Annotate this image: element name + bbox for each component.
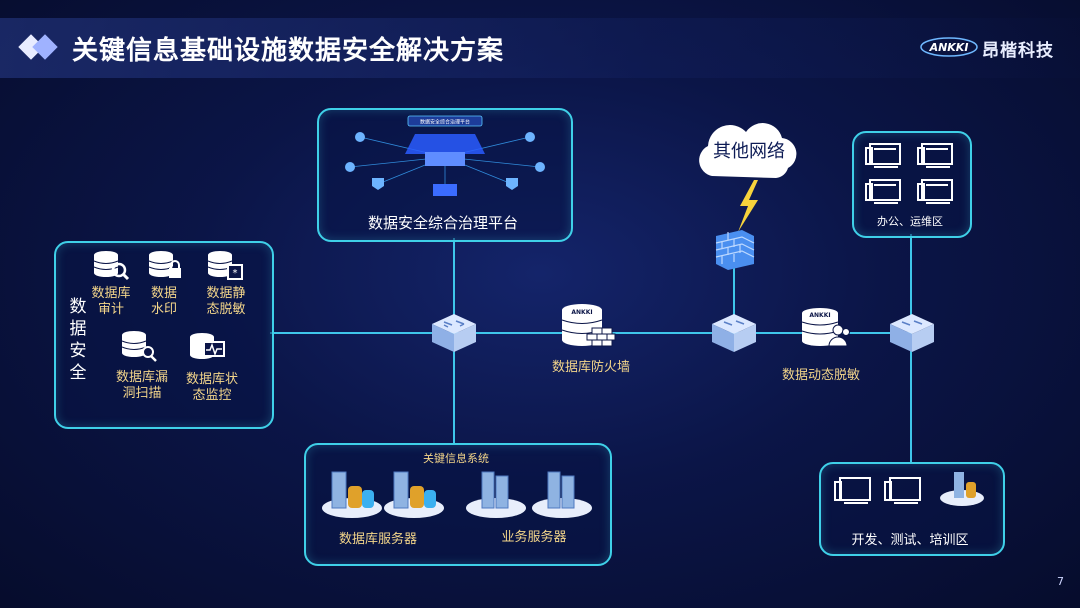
database-audit-icon — [93, 251, 130, 281]
page-number: 7 — [1057, 575, 1064, 588]
switch-icon — [432, 314, 476, 352]
cloud-label: 其他网络 — [713, 141, 785, 162]
dev-equipment-icon — [834, 472, 984, 506]
header-bar — [0, 18, 1080, 78]
db-firewall-logo-text: ANKKI — [571, 309, 592, 316]
platform-box — [317, 108, 573, 242]
platform-label: 数据安全综合治理平台 — [367, 214, 518, 232]
db-servers-label: 数据库服务器 — [338, 532, 417, 547]
item-watermark: 数据水印 — [150, 286, 177, 317]
platform-link-line — [453, 238, 455, 334]
brand-logo-icon: ANKKI — [920, 37, 978, 57]
workstation-icon — [865, 143, 953, 204]
server-cluster-icon — [322, 471, 592, 518]
db-monitor-icon — [190, 333, 225, 359]
db-firewall-icon: ANKKI — [561, 304, 616, 347]
item-db-monitor: 数据库状态监控 — [185, 372, 238, 403]
brand-logo-text: ANKKI — [929, 41, 969, 54]
page-title: 关键信息基础设施数据安全解决方案 — [72, 36, 505, 66]
dynamic-masking-label: 数据动态脱敏 — [781, 368, 860, 383]
svg-text:*: * — [233, 268, 238, 279]
dev-label: 开发、测试、培训区 — [851, 533, 969, 548]
firewall-wall-icon — [715, 230, 755, 270]
key-system-title: 关键信息系统 — [423, 452, 489, 465]
cloud-link-line — [733, 262, 735, 334]
firewall-label: 数据库防火墙 — [551, 360, 630, 375]
switch-icon — [712, 314, 756, 352]
brand-name: 昂楷科技 — [982, 41, 1054, 61]
data-security-title: 数 据 安 全 — [69, 297, 87, 383]
item-db-audit: 数据库审计 — [91, 286, 131, 317]
item-static-masking: 数据静态脱敏 — [206, 286, 246, 317]
platform-network-icon: 数据安全综合治理平台 — [345, 115, 545, 196]
dynamic-masking-icon: ANKKI — [801, 308, 850, 347]
lightning-icon — [738, 180, 758, 232]
dynamic-masking-logo-text: ANKKI — [809, 312, 830, 319]
system-link-line — [453, 334, 455, 444]
item-vuln-scan: 数据库漏洞扫描 — [115, 370, 168, 401]
vuln-scan-icon — [121, 331, 157, 362]
switch-icon — [890, 314, 934, 352]
platform-screen-caption: 数据安全综合治理平台 — [420, 119, 470, 126]
biz-servers-label: 业务服务器 — [501, 530, 567, 545]
office-label: 办公、运维区 — [877, 215, 943, 228]
static-masking-icon: * — [207, 251, 243, 280]
cloud-icon — [699, 123, 797, 178]
data-watermark-icon — [148, 251, 181, 278]
